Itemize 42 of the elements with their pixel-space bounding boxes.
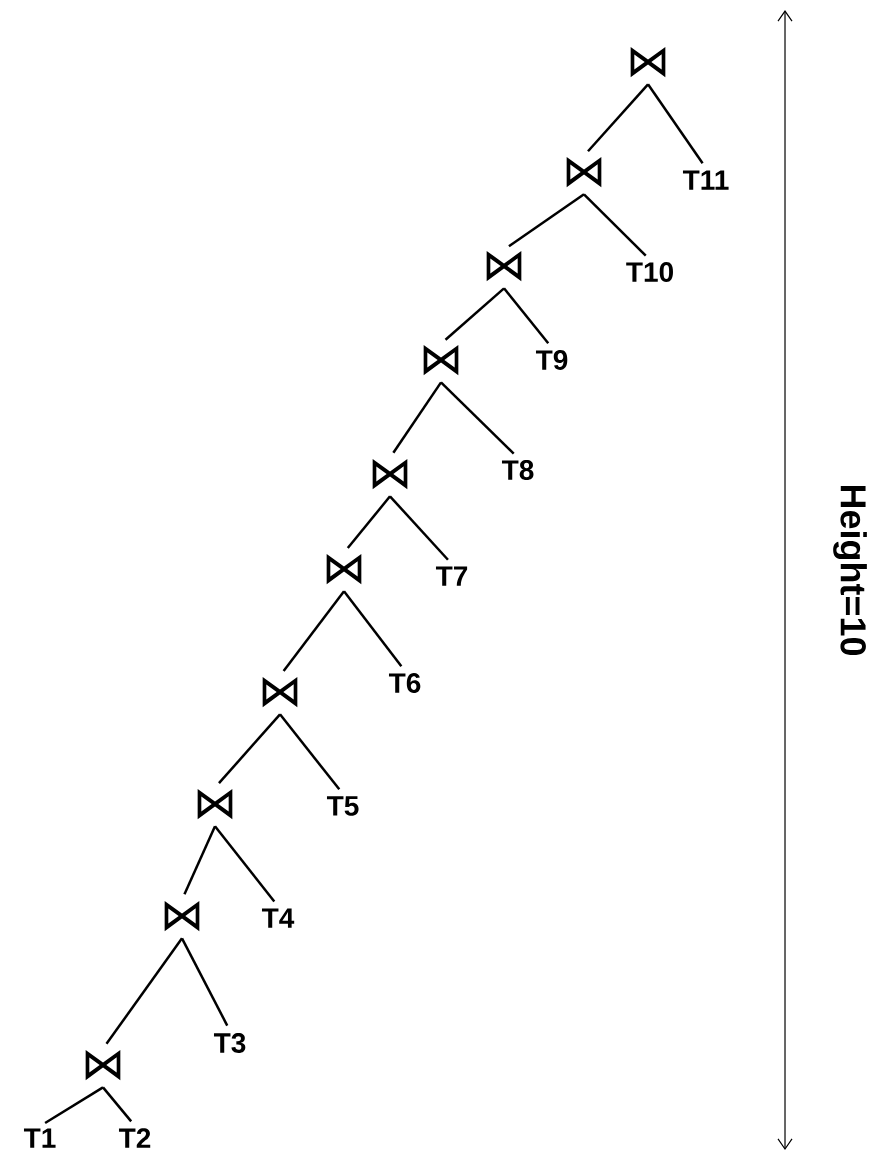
table-label: T2 [119, 1128, 151, 1148]
tree-edge [44, 1086, 104, 1125]
table-label: T7 [436, 566, 468, 586]
tree-edge [346, 495, 391, 549]
join-symbol: ⋈ [566, 156, 602, 188]
tree-edge [503, 287, 550, 344]
tree-edge [105, 937, 183, 1045]
tree-edge [102, 1086, 133, 1123]
join-symbol: ⋈ [630, 46, 666, 78]
tree-edge [279, 713, 341, 791]
tree-edge [183, 825, 217, 895]
table-label: T1 [24, 1128, 56, 1148]
dimension-label: Height=10 [833, 485, 867, 656]
join-symbol: ⋈ [423, 344, 459, 376]
join-symbol: ⋈ [326, 553, 362, 585]
table-label: T5 [327, 796, 359, 816]
tree-edge [343, 590, 403, 667]
join-symbol: ⋈ [262, 676, 298, 708]
table-label: T9 [536, 350, 568, 370]
join-symbol: ⋈ [164, 900, 200, 932]
tree-edge [282, 590, 345, 672]
tree-edge [392, 381, 443, 454]
table-label: T4 [262, 908, 295, 928]
tree-edge [440, 381, 515, 455]
join-symbol: ⋈ [372, 458, 408, 490]
table-label: T8 [502, 460, 534, 480]
join-symbol: ⋈ [197, 788, 233, 820]
tree-edge [218, 713, 281, 785]
table-label: T10 [626, 262, 673, 282]
tree-edge [389, 495, 449, 561]
tree-edge [444, 287, 505, 341]
tree-edge [180, 937, 229, 1027]
tree-edge [214, 825, 276, 903]
tree-edge [647, 83, 704, 164]
table-label: T3 [214, 1033, 246, 1053]
tree-edge [587, 83, 649, 153]
table-label: T11 [682, 170, 729, 190]
join-symbol: ⋈ [486, 250, 522, 282]
tree-edge [583, 193, 647, 257]
table-label: T6 [389, 673, 421, 693]
tree-edge [508, 193, 585, 248]
join-symbol: ⋈ [85, 1049, 121, 1081]
